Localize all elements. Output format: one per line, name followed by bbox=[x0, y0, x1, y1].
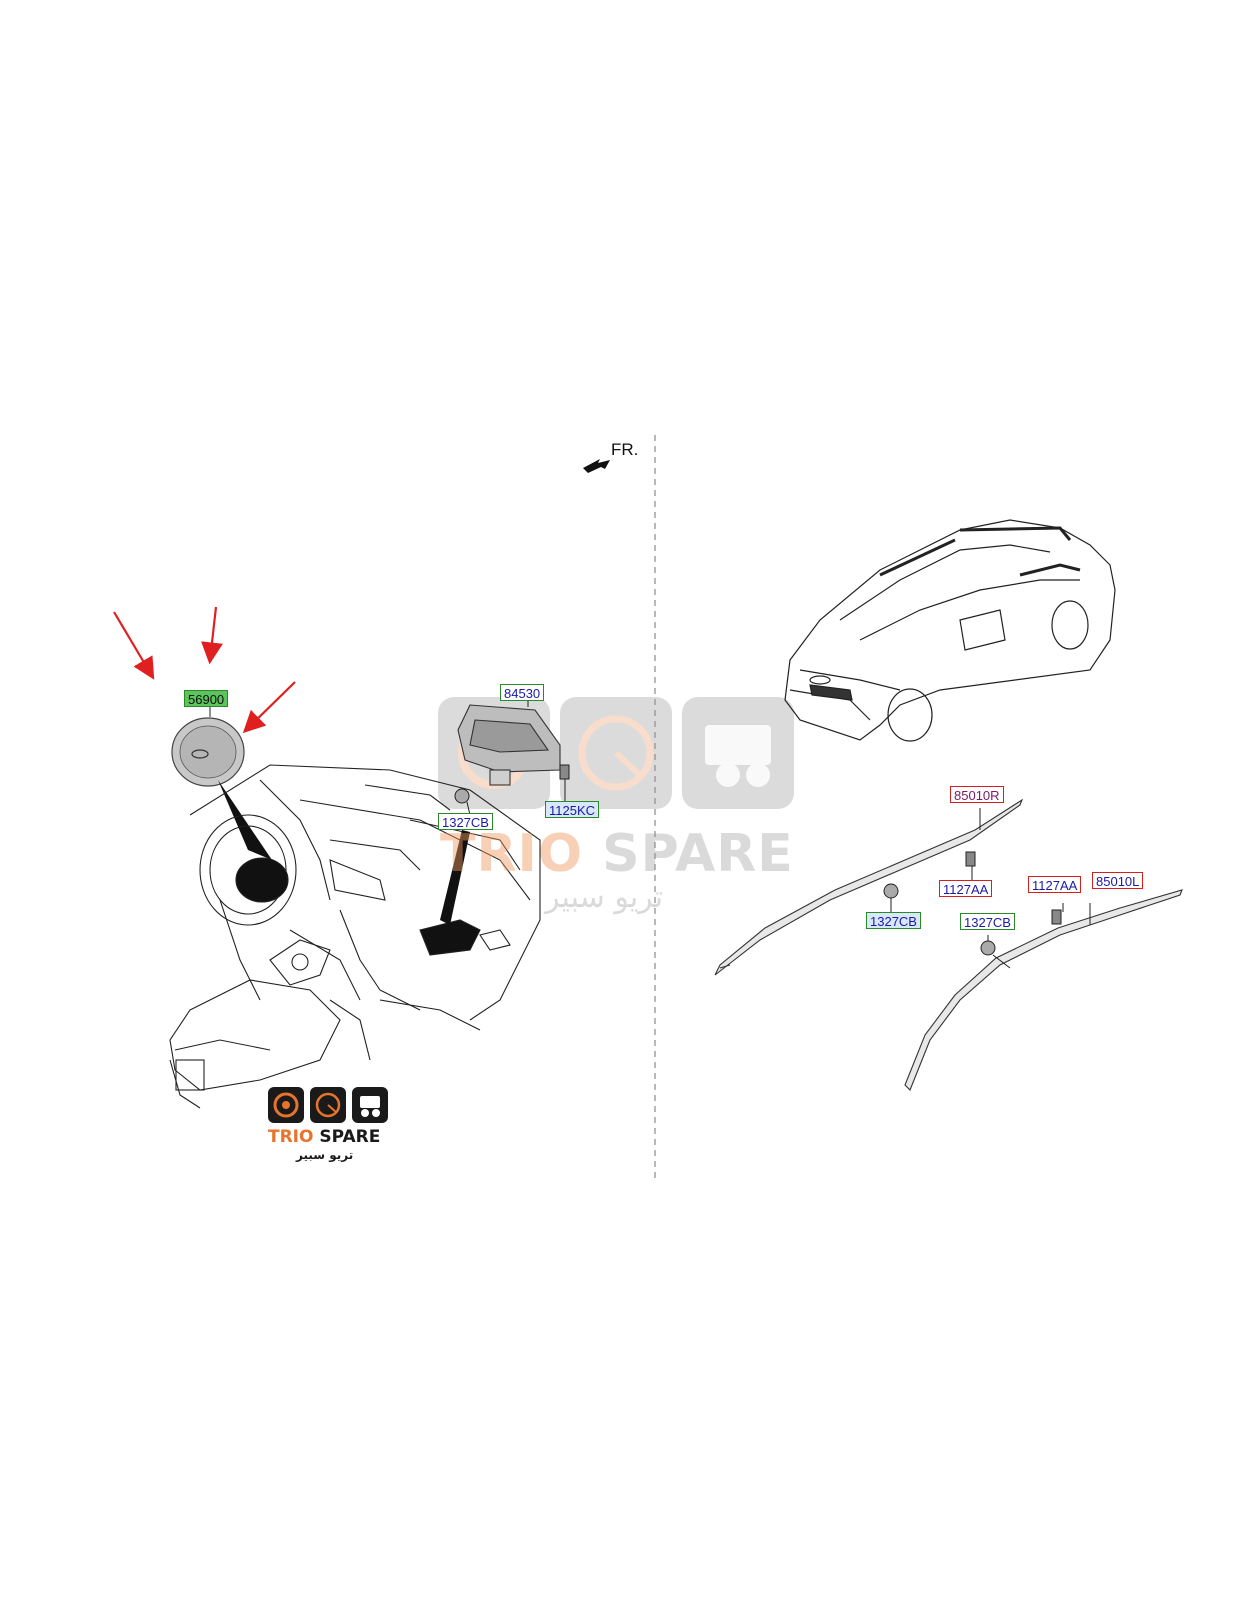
curtain-left-bolt-icon bbox=[1051, 909, 1062, 925]
callout-passenger-airbag: 84530 bbox=[500, 684, 545, 701]
passenger-airbag-module-icon bbox=[457, 704, 561, 786]
brand-logo-name-rest: SPARE bbox=[313, 1127, 381, 1147]
watermark-title-accent: TRIO bbox=[440, 824, 584, 884]
front-direction-arrow-icon bbox=[583, 459, 610, 473]
brand-logo-name: TRIO SPARE bbox=[268, 1127, 380, 1147]
driver-airbag-module-icon bbox=[171, 717, 245, 787]
brand-logo-name-accent: TRIO bbox=[268, 1127, 314, 1147]
brand-logo-icons bbox=[268, 1087, 388, 1123]
watermark-arabic: تريو سبير bbox=[545, 880, 664, 915]
curtain-airbag-right-icon bbox=[714, 798, 1024, 976]
curtain-airbag-left-icon bbox=[904, 889, 1183, 1091]
highlight-arrows bbox=[113, 606, 296, 734]
curtain-left-nut-icon bbox=[980, 940, 996, 956]
watermark-title-rest: SPARE bbox=[583, 824, 794, 884]
callout-curtain-right-nut: 1327CB bbox=[866, 912, 921, 929]
callout-curtain-left: 85010L bbox=[1092, 872, 1144, 889]
dashboard-line-art bbox=[169, 764, 541, 1109]
driver-airbag-leader bbox=[218, 780, 272, 860]
callout-curtain-right: 85010R bbox=[950, 786, 1004, 803]
front-direction-label: FR. bbox=[611, 440, 639, 459]
highlight-arrow-3 bbox=[242, 681, 296, 734]
callout-curtain-left-bolt: 1127AA bbox=[1028, 876, 1082, 893]
curtain-right-nut-icon bbox=[883, 883, 899, 899]
callout-passenger-bolt: 1125KC bbox=[545, 801, 600, 818]
curtain-right-bolt-icon bbox=[965, 851, 976, 867]
highlight-arrow-1 bbox=[113, 611, 155, 680]
brand-logo-arabic: تريو سبير bbox=[296, 1148, 354, 1162]
callout-passenger-nut: 1327CB bbox=[438, 813, 493, 830]
callout-curtain-left-nut: 1327CB bbox=[960, 913, 1015, 930]
passenger-nut-icon bbox=[454, 788, 470, 804]
callout-driver-airbag: 56900 bbox=[184, 690, 229, 707]
sedan-car-illustration-icon bbox=[784, 519, 1116, 742]
highlight-arrow-2 bbox=[201, 606, 223, 665]
watermark-title: TRIO SPARE bbox=[440, 824, 794, 884]
passenger-airbag-leader bbox=[440, 830, 470, 925]
passenger-bolt-icon bbox=[559, 764, 570, 780]
callout-curtain-right-bolt: 1127AA bbox=[939, 880, 993, 897]
